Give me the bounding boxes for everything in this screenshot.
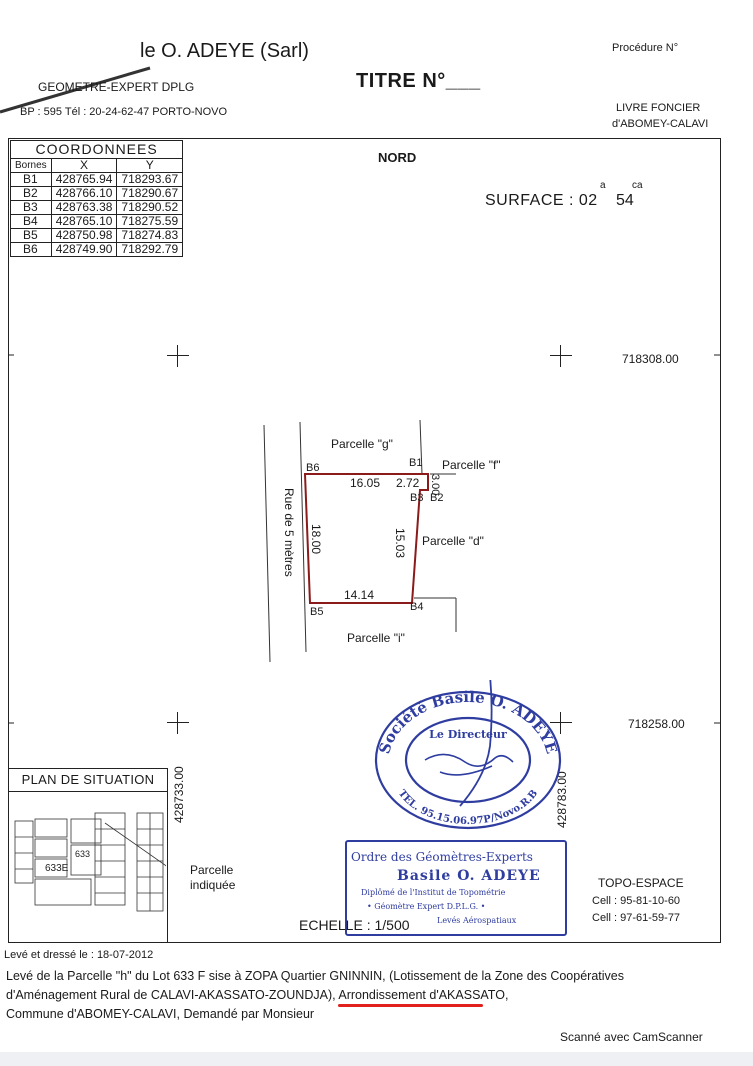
parcel-f-label: Parcelle "f" <box>442 458 501 472</box>
plan-frame <box>8 138 721 943</box>
survey-date: Levé et dressé le : 18-07-2012 <box>4 949 154 961</box>
street-edge-left <box>263 424 271 663</box>
grid-y-top: 718308.00 <box>622 352 679 366</box>
svg-text:Société Basile O. ADEYE: Société Basile O. ADEYE <box>375 688 561 756</box>
description-line-1: Levé de la Parcelle "h" du Lot 633 F sis… <box>6 969 624 983</box>
corner-stroke <box>0 66 151 114</box>
parcel-d-label: Parcelle "d" <box>422 534 484 548</box>
scale-label: ECHELLE : 1/500 <box>299 917 410 933</box>
surface-label: SURFACE : 02 <box>485 192 598 209</box>
borne-b2: B2 <box>430 492 444 504</box>
situation-title: PLAN DE SITUATION <box>9 769 167 792</box>
procedure-label: Procédure N° <box>612 42 679 54</box>
grid-cross <box>167 712 189 734</box>
stamp-center-text: Le Directeur <box>429 728 507 741</box>
ordre-line-3: Diplômé de l'Institut de Topométrie <box>361 888 506 897</box>
lot-label: 633 <box>75 849 90 859</box>
livre-foncier-1: LIVRE FONCIER <box>616 102 701 114</box>
north-label: NORD <box>378 150 417 165</box>
street-label: Rue de 5 mètres <box>282 488 296 577</box>
grid-cross <box>167 345 189 367</box>
stamp-bottom-text: TEL. 95.15.06.97P/Novo.R.B <box>396 788 540 827</box>
dist-b3b4: 15.03 <box>393 528 407 559</box>
company-contact: BP : 595 Tél : 20-24-62-47 PORTO-NOVO <box>20 106 228 118</box>
surface-ca-value: 54 <box>616 192 634 209</box>
grid-cross <box>550 345 572 367</box>
borne-b3: B3 <box>410 492 424 504</box>
topo-cell-2: Cell : 97-61-59-77 <box>592 912 681 924</box>
surface-ca: ca <box>632 180 643 191</box>
lot-label: 633E <box>45 863 69 874</box>
livre-foncier-2: d'ABOMEY-CALAVI <box>612 118 709 130</box>
topo-name: TOPO-ESPACE <box>598 876 684 890</box>
situation-pointer-1: Parcelle <box>190 863 234 877</box>
ordre-line-5: Levés Aérospatiaux <box>437 916 517 925</box>
stamp-ring-text: Société Basile O. ADEYE <box>375 688 561 756</box>
situation-pointer-2: indiquée <box>190 878 236 892</box>
dist-top: 16.05 <box>350 476 381 490</box>
grid-cross <box>550 712 572 734</box>
company-subtitle: GEOMETRE-EXPERT DPLG <box>38 80 195 94</box>
dist-b2b3: 2.72 <box>396 476 420 490</box>
surface-a: a <box>600 180 606 191</box>
round-stamp: Société Basile O. ADEYE TEL. 95.15.06.97… <box>374 680 562 830</box>
borne-b6: B6 <box>306 462 320 474</box>
borne-b4: B4 <box>410 601 424 613</box>
ordre-line-2: Basile O. ADEYE <box>397 868 541 884</box>
borne-b5: B5 <box>310 606 324 618</box>
description-line-2: d'Aménagement Rural de CALAVI-AKASSATO-Z… <box>6 988 509 1002</box>
bottom-band <box>0 1052 753 1066</box>
parcel-g-label: Parcelle "g" <box>331 437 393 451</box>
street-edge-right <box>299 421 307 653</box>
borne-b1: B1 <box>409 457 423 469</box>
dist-bottom: 14.14 <box>344 588 375 602</box>
document-title: TITRE N°___ <box>356 70 481 92</box>
parcel-i-label: Parcelle "i" <box>347 631 405 645</box>
svg-text:TEL. 95.15.06.97P/Novo.R.B: TEL. 95.15.06.97P/Novo.R.B <box>396 788 540 827</box>
topo-cell-1: Cell : 95-81-10-60 <box>592 895 681 907</box>
company-name: le O. ADEYE (Sarl) <box>140 40 309 62</box>
dist-left: 18.00 <box>309 524 323 555</box>
grid-y-bottom: 718258.00 <box>628 717 685 731</box>
red-underline <box>338 1004 483 1007</box>
neighbour-line <box>419 419 423 475</box>
dist-b1b2: 3.00 <box>429 474 441 496</box>
description-line-3: Commune d'ABOMEY-CALAVI, Demandé par Mon… <box>6 1007 315 1021</box>
situation-map: 633E 633 <box>14 812 166 912</box>
parcel-outline <box>303 473 429 604</box>
ordre-line-1: Ordre des Géomètres-Experts <box>351 850 533 864</box>
coords-title: COORDONNEES <box>9 140 184 159</box>
scanner-watermark: Scanné avec CamScanner <box>560 1030 703 1044</box>
ordre-line-4: • Géomètre Expert D.P.L.G. • <box>367 902 486 911</box>
ordre-stamp: Ordre des Géomètres-Experts Basile O. AD… <box>345 840 567 936</box>
situation-plan: PLAN DE SITUATION <box>8 768 168 943</box>
